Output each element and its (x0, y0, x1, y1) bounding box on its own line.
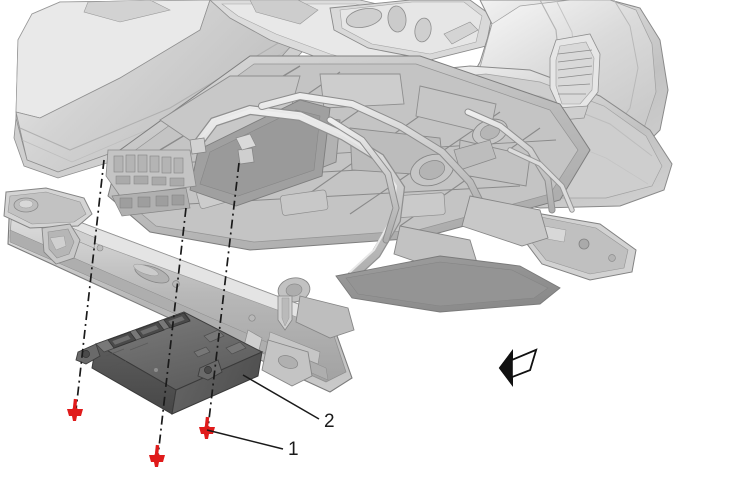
seat-cushion-assembly (15, 0, 301, 173)
seat-control-module (75, 311, 264, 415)
centerline-left (75, 159, 105, 411)
bolt-marker-center (149, 444, 165, 467)
rail-stud (277, 295, 293, 331)
bolt-marker-right (199, 416, 215, 439)
vehicle-forward-arrow (498, 348, 538, 387)
leader-line-2 (242, 374, 320, 420)
callout-label-2: 2 (324, 411, 335, 432)
bolt-marker-left (67, 398, 83, 421)
switch-button-lumbar (414, 17, 432, 43)
rail-front-bracket (3, 187, 93, 265)
switch-button-recline (387, 5, 407, 33)
centerline-right (207, 162, 240, 429)
frame-pan-recess (189, 99, 331, 207)
seat-adjuster-switch[interactable] (329, 0, 493, 61)
switch-button-seat (345, 8, 383, 28)
seat-back-trim-strip (549, 33, 601, 121)
module-top-bosses (193, 329, 247, 358)
rear-floor-structure (335, 255, 561, 313)
callout-label-1: 1 (288, 439, 299, 460)
callout-labels: 1 2 (288, 411, 335, 460)
seat-electronics-cluster (105, 149, 197, 217)
fastener-markers (67, 398, 215, 467)
callout-leaders (206, 374, 320, 450)
wiring-harness (191, 91, 575, 281)
rail-rear-bracket (523, 211, 637, 281)
centerline-center (157, 207, 187, 457)
harness-clip (189, 133, 257, 165)
leader-line-1 (206, 429, 284, 450)
assembly-axis-lines (75, 159, 240, 457)
